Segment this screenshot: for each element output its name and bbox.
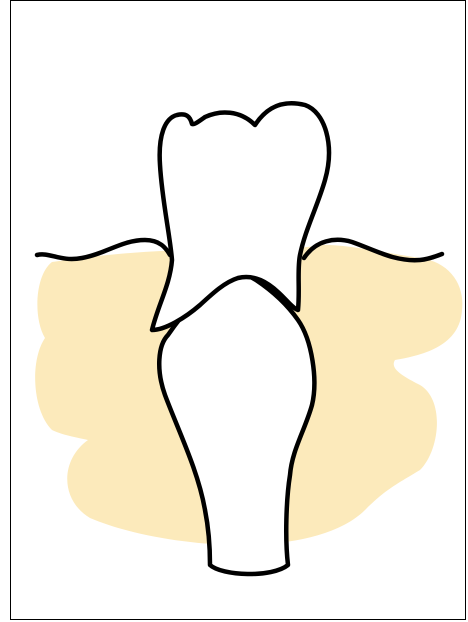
tooth-illustration bbox=[0, 0, 468, 622]
diagram-canvas bbox=[0, 0, 468, 622]
